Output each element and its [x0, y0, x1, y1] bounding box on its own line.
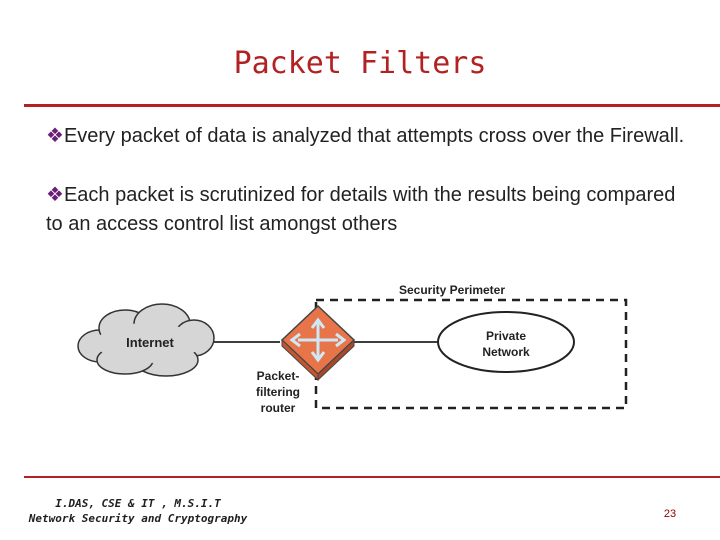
footer-credits: I.DAS, CSE & IT , M.S.I.T Network Securi…	[28, 496, 248, 526]
bullet-item-1: ❖Every packet of data is analyzed that a…	[46, 122, 686, 151]
footer-author: I.DAS, CSE & IT , M.S.I.T	[55, 497, 221, 510]
bullet-item-2: ❖Each packet is scrutinized for details …	[46, 181, 686, 239]
slide-title: Packet Filters	[233, 46, 487, 81]
footer-course: Network Security and Cryptography	[28, 512, 248, 525]
title-underline	[24, 104, 720, 107]
router-icon	[280, 304, 356, 382]
network-diagram: Security Perimeter Internet Packet- filt…	[77, 283, 628, 415]
bullet-marker-icon: ❖	[46, 184, 64, 206]
page-number: 23	[663, 508, 677, 520]
private-network-node	[437, 311, 575, 373]
security-perimeter-box	[314, 298, 628, 410]
private-label-line1: Private	[486, 329, 526, 343]
internet-label: Internet	[126, 335, 174, 350]
private-label-line2: Network	[482, 345, 530, 359]
internet-cloud-icon	[77, 303, 215, 377]
footer-rule	[24, 476, 720, 478]
bullet-text-2: Each packet is scrutinized for details w…	[46, 184, 676, 235]
router-label-line2: filtering	[256, 385, 300, 399]
perimeter-label: Security Perimeter	[399, 283, 505, 297]
bullet-text-1: Every packet of data is analyzed that at…	[63, 125, 685, 147]
bullet-list: ❖Every packet of data is analyzed that a…	[46, 122, 686, 269]
bullet-marker-icon: ❖	[46, 125, 64, 147]
router-label-line3: router	[261, 401, 296, 415]
router-label-line1: Packet-	[257, 369, 300, 383]
